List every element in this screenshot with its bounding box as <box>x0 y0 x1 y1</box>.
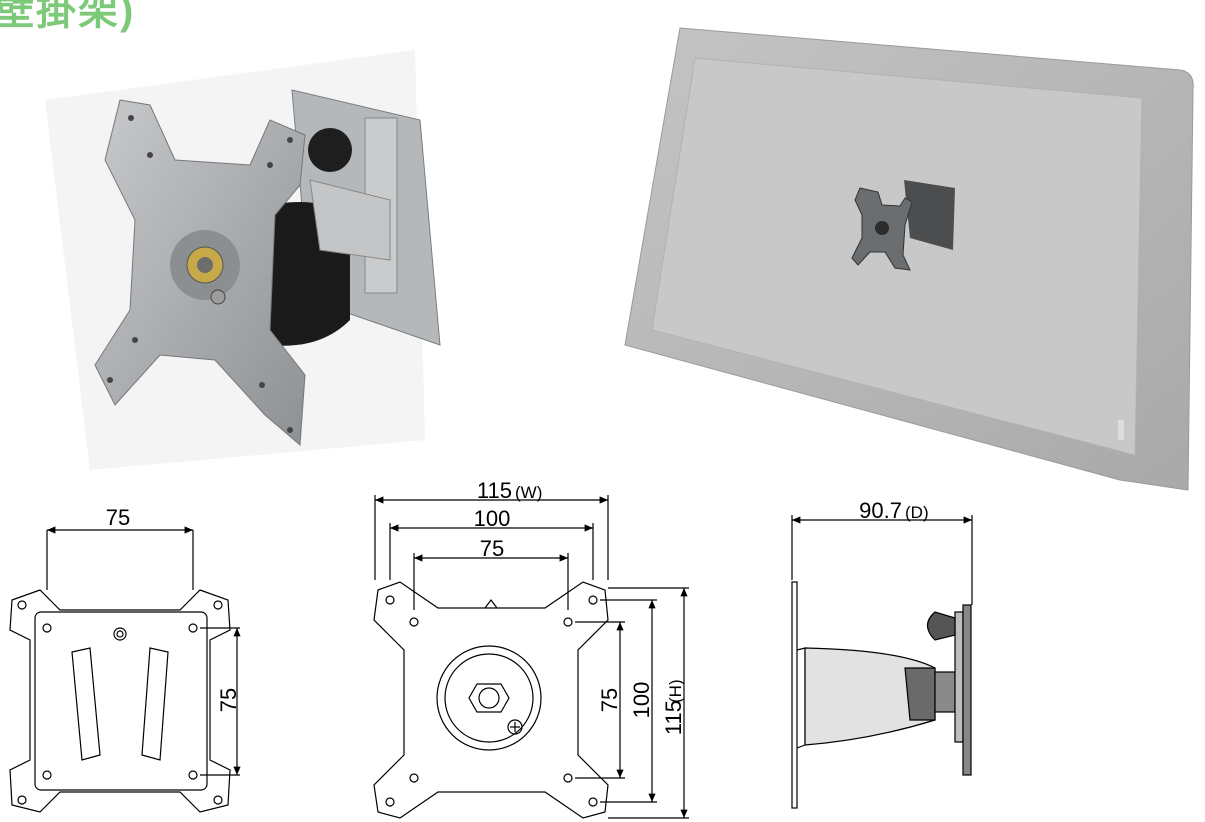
side-depth-unit: (D) <box>905 503 929 522</box>
rear-height-inner-label: 75 <box>597 688 622 712</box>
front-width-label: 75 <box>106 505 130 530</box>
side-profile-drawing <box>791 515 973 809</box>
header-title-fragment: 壁掛架) <box>0 0 136 33</box>
rear-width-unit: (W) <box>515 483 542 502</box>
rear-height-label: 115 <box>661 700 686 735</box>
rear-width-label: 115 <box>477 478 512 503</box>
rear-plate-drawing <box>373 495 689 819</box>
monitor-photo <box>624 27 1194 491</box>
rear-width-inner-label: 75 <box>480 536 504 561</box>
rear-height-mid-label: 100 <box>629 682 654 719</box>
side-depth-label: 90.7 <box>859 498 902 523</box>
front-bracket-drawing <box>9 526 241 813</box>
front-height-label: 75 <box>216 688 241 712</box>
rear-height-unit: (H) <box>666 679 685 703</box>
bracket-photo <box>45 50 441 470</box>
rear-width-mid-label: 100 <box>474 506 511 531</box>
